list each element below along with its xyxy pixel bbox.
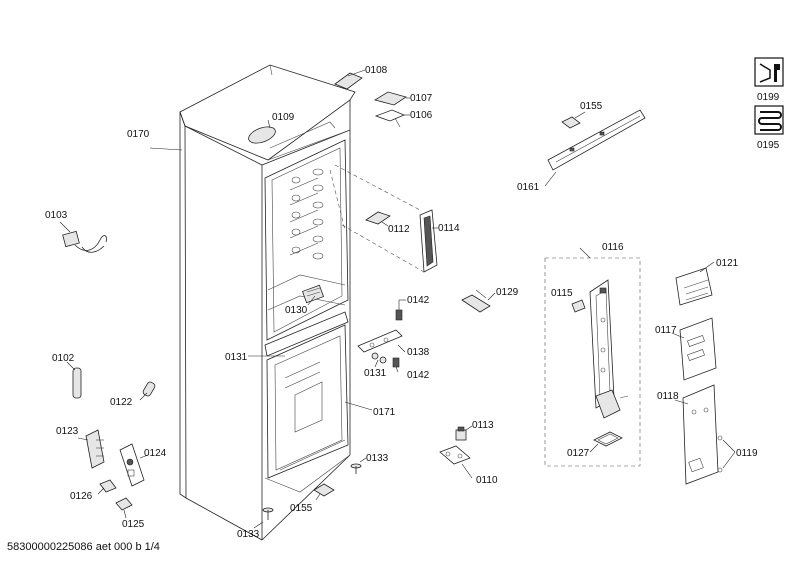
label-0133-lower: 0133	[237, 529, 260, 540]
label-0110: 0110	[476, 475, 498, 486]
part-0131-bolts	[371, 352, 387, 368]
cabinet-0170	[179, 64, 356, 541]
part-0133-screw-upper	[350, 457, 367, 474]
label-0127: 0127	[567, 448, 590, 459]
part-0107-hinge-cover	[373, 91, 410, 106]
part-0133-screw-lower	[253, 507, 274, 529]
label-0109: 0109	[272, 112, 295, 123]
label-0121: 0121	[716, 258, 739, 269]
group-0116-drawer-assembly	[544, 247, 641, 467]
label-0118: 0118	[657, 391, 679, 402]
part-0124-control-board	[119, 443, 149, 487]
label-0125: 0125	[122, 519, 145, 530]
label-0119: 0119	[736, 448, 758, 459]
label-0102: 0102	[52, 353, 75, 364]
part-0138-hinge	[357, 329, 406, 353]
label-0155-upper: 0155	[580, 101, 603, 112]
label-0161: 0161	[517, 182, 540, 193]
label-0107: 0107	[410, 93, 433, 104]
label-0142-bottom: 0142	[407, 370, 430, 381]
label-0138: 0138	[407, 347, 430, 358]
label-0106: 0106	[410, 110, 433, 121]
part-0155-lower-clip	[313, 483, 335, 501]
label-0114: 0114	[438, 223, 460, 234]
label-0124: 0124	[144, 448, 167, 459]
label-0116: 0116	[602, 242, 624, 253]
label-0115: 0115	[551, 288, 573, 299]
part-0121-vent-cover	[675, 261, 715, 306]
part-0126-clip	[97, 479, 117, 495]
label-0155-lower: 0155	[290, 503, 313, 514]
label-0133-upper: 0133	[366, 453, 389, 464]
label-0131-left: 0131	[225, 352, 248, 363]
label-0108: 0108	[365, 65, 388, 76]
part-labels: 0108 0107 0106 0109 0170 0103 0112 0114 …	[45, 65, 780, 540]
label-0142-top: 0142	[407, 295, 430, 306]
leader-0119	[717, 435, 736, 473]
part-0142-screw-bottom	[392, 357, 400, 373]
label-0131-right: 0131	[364, 368, 387, 379]
part-0103-power-cable	[59, 221, 107, 253]
part-0118-back-panel	[674, 384, 719, 485]
label-0199: 0199	[757, 92, 780, 103]
part-0102-foot	[66, 361, 82, 399]
part-0113-knob	[455, 425, 473, 441]
part-0155-upper-clip	[561, 111, 586, 129]
label-0122: 0122	[110, 397, 133, 408]
part-0117-panel	[671, 317, 717, 381]
part-0110-hinge-bottom	[439, 445, 473, 479]
part-0122-spacer	[139, 381, 156, 401]
part-0106-hinge	[374, 109, 410, 128]
part-0108-top-cover	[334, 69, 366, 90]
label-0126: 0126	[70, 491, 93, 502]
label-0171: 0171	[373, 407, 396, 418]
label-0170: 0170	[127, 129, 150, 140]
part-0127-tray	[589, 431, 623, 453]
shelf-rails	[289, 168, 324, 260]
part-0123-electronic-module	[77, 429, 105, 469]
part-0109-cover-plate	[248, 119, 276, 144]
label-0129: 0129	[496, 287, 519, 298]
label-0112: 0112	[388, 224, 410, 235]
label-0113: 0113	[472, 420, 494, 431]
label-0130: 0130	[285, 305, 308, 316]
part-0125-clip	[115, 497, 133, 519]
part-0115-cap	[571, 299, 586, 313]
drawing-reference-number: 58300000225086 aet 000 b 1/4	[7, 541, 160, 553]
label-0195: 0195	[757, 140, 780, 151]
part-0161-door-strip	[544, 109, 646, 187]
part-0114-panel	[419, 209, 438, 273]
part-0142-screw-top	[395, 299, 406, 321]
tools-icon	[754, 57, 784, 87]
part-0112-light	[365, 211, 391, 227]
refrigerant-coil-icon	[754, 105, 784, 135]
label-0123: 0123	[56, 426, 79, 437]
part-0129-bracket	[461, 289, 496, 313]
label-0117: 0117	[655, 325, 677, 336]
label-0103: 0103	[45, 210, 68, 221]
